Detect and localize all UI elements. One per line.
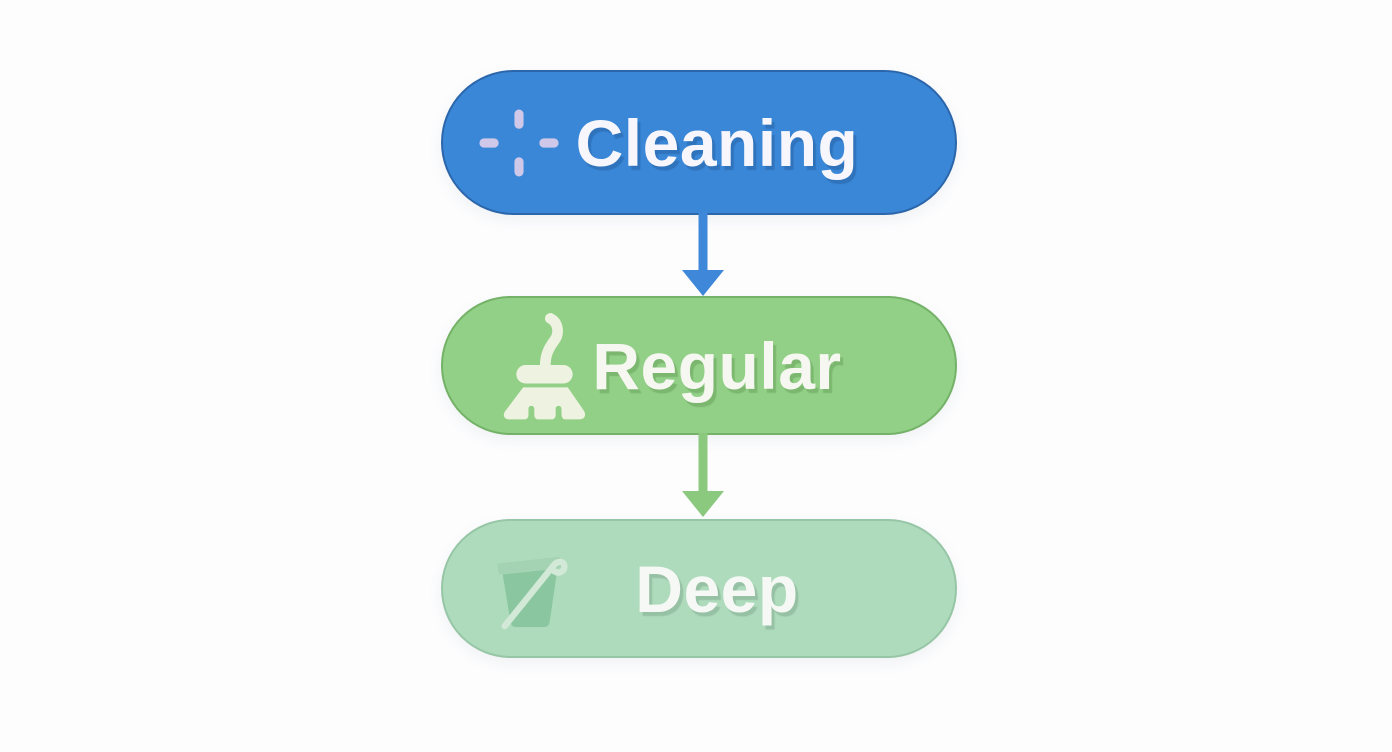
node-deep: Deep (441, 519, 957, 658)
sparkle-icon (479, 109, 559, 176)
node-regular-label: Regular (592, 328, 842, 403)
node-regular: Regular (441, 296, 957, 435)
node-deep-label: Deep (635, 551, 799, 626)
broom-icon (493, 312, 595, 419)
node-cleaning: Cleaning (441, 70, 957, 215)
arrow-cleaning-to-regular (682, 212, 724, 296)
node-cleaning-label: Cleaning (575, 105, 859, 180)
arrow-regular-to-deep (682, 433, 724, 517)
bucket-icon (493, 544, 575, 634)
